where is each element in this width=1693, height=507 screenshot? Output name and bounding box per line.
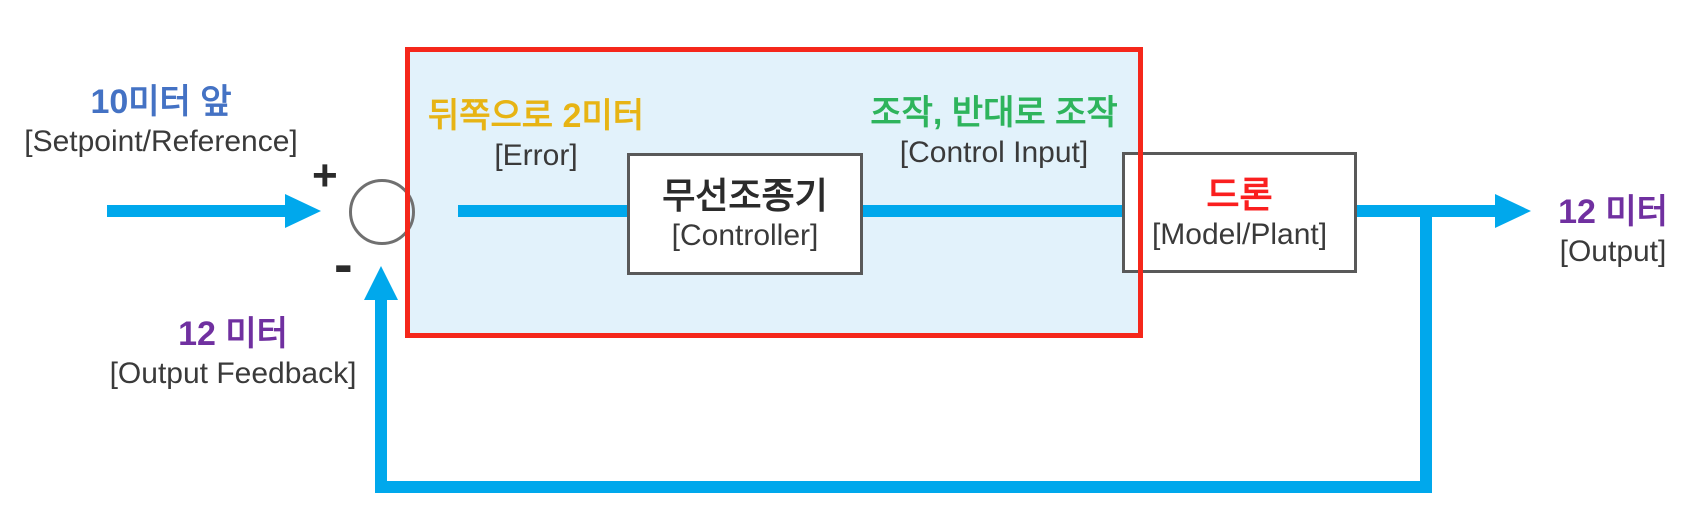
output-sublabel: [Output] — [1559, 235, 1667, 268]
input-arrow-line — [107, 205, 287, 217]
control-input-sublabel: [Control Input] — [899, 136, 1089, 169]
controller-sublabel: [Controller] — [671, 219, 819, 252]
plant-box: 드론 [Model/Plant] — [1122, 152, 1357, 273]
input-arrowhead-icon — [285, 194, 321, 228]
feedback-label-group: 12 미터 [Output Feedback] — [83, 312, 383, 392]
output-label: 12 미터 — [1558, 193, 1668, 231]
error-sublabel: [Error] — [494, 139, 578, 172]
setpoint-sublabel: [Setpoint/Reference] — [24, 125, 298, 158]
output-arrowhead-icon — [1495, 194, 1531, 228]
feedback-label: 12 미터 — [178, 315, 288, 353]
error-label: 뒤쪽으로 2미터 — [427, 97, 645, 135]
error-label-group: 뒤쪽으로 2미터 [Error] — [400, 94, 672, 174]
inner-loop-highlight-border — [405, 47, 1143, 338]
feedback-branch-down-line — [1420, 205, 1432, 493]
controller-label: 무선조종기 — [662, 175, 828, 216]
plant-label: 드론 — [1206, 173, 1273, 215]
control-input-label: 조작, 반대로 조작 — [870, 94, 1118, 132]
plant-sublabel: [Model/Plant] — [1151, 217, 1328, 251]
setpoint-label: 10미터 앞 — [90, 83, 232, 121]
minus-sign: - — [334, 232, 353, 295]
controller-box: 무선조종기 [Controller] — [627, 153, 863, 275]
feedback-sublabel: [Output Feedback] — [109, 357, 357, 390]
feedback-up-line — [375, 298, 387, 493]
output-label-group: 12 미터 [Output] — [1533, 190, 1693, 270]
plus-sign: + — [312, 151, 338, 200]
summing-junction-circle — [349, 179, 415, 245]
setpoint-label-group: 10미터 앞 [Setpoint/Reference] — [0, 80, 322, 160]
control-signal-line — [863, 205, 1122, 217]
feedback-arrowhead-icon — [364, 266, 398, 300]
feedback-bottom-line — [375, 481, 1432, 493]
error-signal-line — [458, 205, 627, 217]
control-input-label-group: 조작, 반대로 조작 [Control Input] — [856, 91, 1132, 171]
